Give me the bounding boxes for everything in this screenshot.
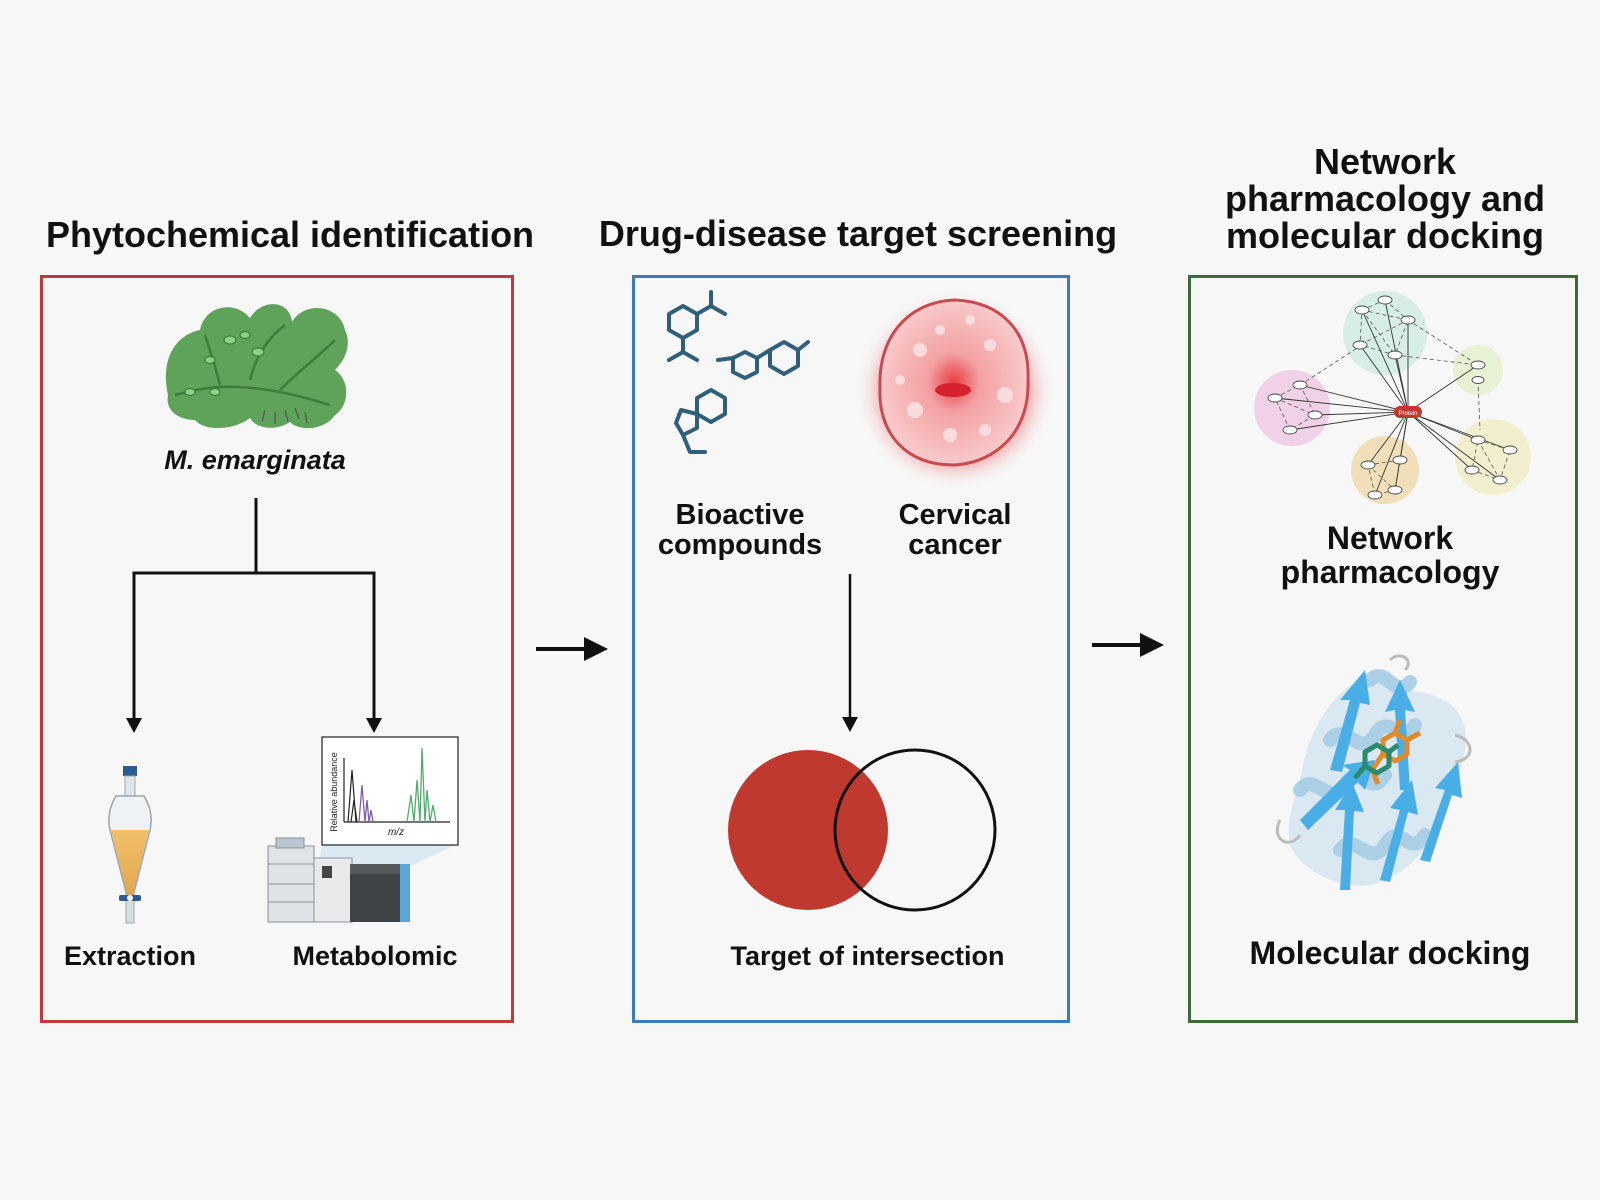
cervical-cancer-label: Cervical cancer xyxy=(870,500,1040,561)
extraction-label: Extraction xyxy=(63,941,197,971)
phytochemical-title: Phytochemical identification xyxy=(45,214,535,255)
spectrum-y-label: Relative abundance xyxy=(329,752,339,832)
liverwort-leaf-icon xyxy=(165,304,348,429)
protein-docking-icon xyxy=(1276,654,1472,890)
arrow-to-extraction xyxy=(126,718,142,733)
screening-title: Drug-disease target screening xyxy=(598,213,1118,254)
bioactive-compounds-line-1: Bioactive xyxy=(675,499,805,531)
metabolomic-label: Metabolomic xyxy=(292,941,458,971)
spectrum-x-label: m/z xyxy=(388,827,404,838)
venn-diagram-icon xyxy=(728,748,997,912)
cervical-cancer-icon xyxy=(855,290,1055,490)
cervical-cancer-line-1: Cervical xyxy=(898,499,1012,531)
mass-spectrometer-icon: Relative abundance m/z xyxy=(267,736,459,923)
network-docking-title-line-2: pharmacology and xyxy=(1224,178,1546,219)
species-label: M. emarginata xyxy=(164,445,346,475)
network-docking-title-line-1: Network xyxy=(1313,141,1457,182)
network-pharmacology-line-1: Network xyxy=(1326,520,1454,556)
intersection-label: Target of intersection xyxy=(730,941,1005,971)
network-graph-icon: Protein xyxy=(1254,291,1531,504)
network-hub-label: Protein xyxy=(1398,411,1417,417)
bioactive-compounds-line-2: compounds xyxy=(657,529,823,562)
network-docking-title: Network pharmacology and molecular docki… xyxy=(1190,143,1580,254)
arrowhead-panel-2-to-3 xyxy=(1140,633,1164,657)
molecular-docking-label: Molecular docking xyxy=(1249,935,1531,971)
network-pharmacology-line-2: pharmacology xyxy=(1280,553,1500,590)
network-pharmacology-label: Network pharmacology xyxy=(1245,520,1535,590)
cervical-cancer-line-2: cancer xyxy=(908,529,1002,562)
network-docking-title-line-3: molecular docking xyxy=(1225,215,1545,256)
arrow-to-metabolomic xyxy=(366,718,382,733)
separatory-funnel-icon xyxy=(108,766,152,924)
bioactive-compounds-label: Bioactive compounds xyxy=(640,500,840,561)
arrowhead-panel-1-to-2 xyxy=(584,637,608,661)
molecule-icon xyxy=(667,290,810,454)
network-hub-node xyxy=(1394,406,1422,418)
branch-connector xyxy=(132,498,376,730)
network-docking-panel xyxy=(1188,275,1578,1023)
screening-arrowhead xyxy=(842,717,858,732)
